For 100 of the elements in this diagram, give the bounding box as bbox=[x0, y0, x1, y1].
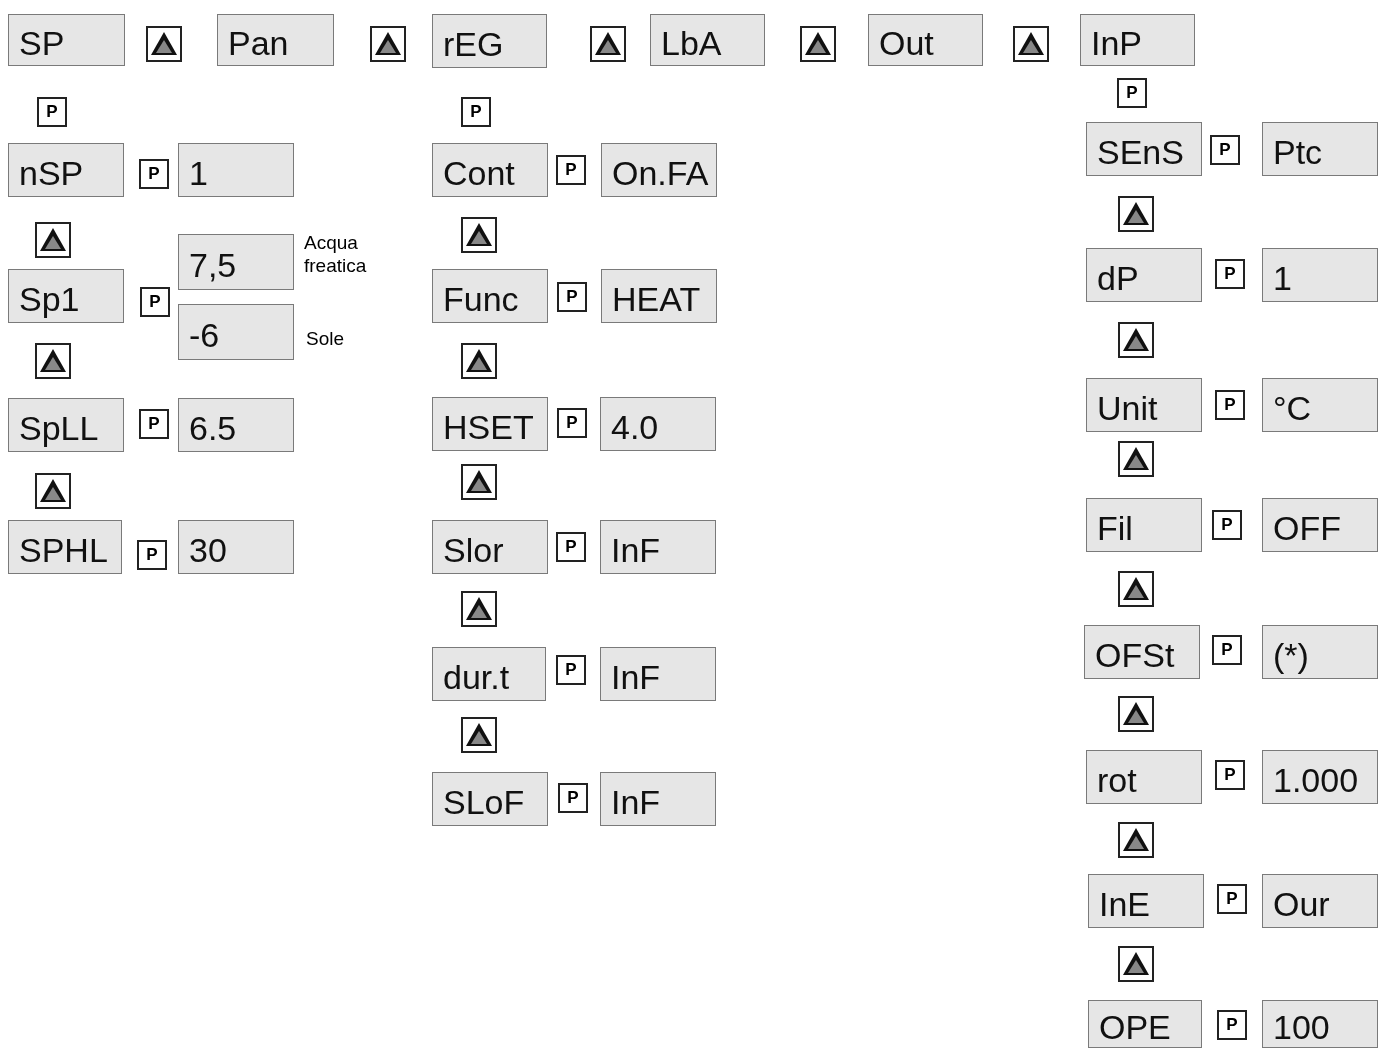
caption-text: Acqua freatica bbox=[304, 232, 368, 278]
display-box bbox=[8, 14, 125, 66]
key-label: P bbox=[1210, 135, 1240, 165]
display-text: SpLL bbox=[19, 411, 99, 445]
display-box bbox=[868, 14, 983, 66]
key-label: P bbox=[137, 540, 167, 570]
display-box bbox=[1262, 625, 1378, 679]
display-text: °C bbox=[1273, 391, 1312, 425]
display-box bbox=[8, 269, 124, 323]
key-label: P bbox=[139, 159, 169, 189]
display-text: InF bbox=[611, 660, 661, 694]
display-text: Sp1 bbox=[19, 282, 80, 316]
display-box bbox=[432, 269, 548, 323]
key-label: P bbox=[556, 655, 586, 685]
key-label: P bbox=[139, 409, 169, 439]
display-text: Unit bbox=[1097, 391, 1158, 425]
display-box bbox=[1086, 378, 1202, 432]
display-box bbox=[1086, 248, 1202, 302]
key-label: P bbox=[557, 282, 587, 312]
display-text: SEnS bbox=[1097, 135, 1184, 169]
display-text: dur.t bbox=[443, 660, 510, 694]
display-box bbox=[1080, 14, 1195, 66]
display-box bbox=[178, 398, 294, 452]
display-box bbox=[1086, 498, 1202, 552]
display-box bbox=[1088, 874, 1204, 928]
display-box bbox=[8, 143, 124, 197]
display-text: 1 bbox=[1273, 261, 1292, 295]
display-text: HSET bbox=[443, 410, 534, 444]
display-text: SP bbox=[19, 26, 65, 60]
display-text: OFF bbox=[1273, 511, 1341, 545]
display-box bbox=[1262, 122, 1378, 176]
key-label: P bbox=[1215, 259, 1245, 289]
display-box bbox=[178, 520, 294, 574]
key-label: P bbox=[140, 287, 170, 317]
key-label: P bbox=[1215, 760, 1245, 790]
key-label: P bbox=[37, 97, 67, 127]
display-text: InF bbox=[611, 533, 661, 567]
display-text: dP bbox=[1097, 261, 1139, 295]
key-label: P bbox=[461, 97, 491, 127]
display-box bbox=[432, 520, 548, 574]
display-text: Ptc bbox=[1273, 135, 1323, 169]
display-text: -6 bbox=[189, 318, 220, 352]
display-text: LbA bbox=[661, 26, 722, 60]
key-label: P bbox=[1215, 390, 1245, 420]
display-box bbox=[1262, 498, 1378, 552]
display-box bbox=[178, 143, 294, 197]
display-box bbox=[1262, 750, 1378, 804]
display-box bbox=[178, 234, 294, 290]
display-box bbox=[432, 14, 547, 68]
display-text: nSP bbox=[19, 156, 84, 190]
display-box bbox=[600, 520, 716, 574]
display-text: 4.0 bbox=[611, 410, 659, 444]
display-text: Fil bbox=[1097, 511, 1133, 545]
key-label: P bbox=[1217, 884, 1247, 914]
key-label: P bbox=[1217, 1010, 1247, 1040]
display-text: SLoF bbox=[443, 785, 525, 819]
display-text: 30 bbox=[189, 533, 227, 567]
caption-text: Sole bbox=[306, 328, 346, 351]
display-box bbox=[601, 143, 717, 197]
display-text: 1 bbox=[189, 156, 208, 190]
display-text: SPHL bbox=[19, 533, 108, 567]
display-text: (*) bbox=[1273, 638, 1309, 672]
display-box bbox=[1262, 1000, 1378, 1048]
display-text: OPE bbox=[1099, 1010, 1171, 1044]
display-box bbox=[1086, 122, 1202, 176]
display-text: Pan bbox=[228, 26, 289, 60]
display-text: HEAT bbox=[612, 282, 701, 316]
display-box bbox=[1084, 625, 1200, 679]
display-text: OFSt bbox=[1095, 638, 1175, 672]
key-label: P bbox=[556, 532, 586, 562]
display-text: 100 bbox=[1273, 1010, 1330, 1044]
key-label: P bbox=[558, 783, 588, 813]
display-box bbox=[8, 398, 124, 452]
display-box bbox=[1262, 378, 1378, 432]
display-text: rEG bbox=[443, 27, 504, 61]
display-text: 6.5 bbox=[189, 411, 237, 445]
display-text: rot bbox=[1097, 763, 1137, 797]
display-box bbox=[600, 647, 716, 701]
display-text: InF bbox=[611, 785, 661, 819]
display-box bbox=[432, 647, 546, 701]
key-label: P bbox=[557, 408, 587, 438]
display-box bbox=[600, 397, 716, 451]
display-text: Cont bbox=[443, 156, 515, 190]
display-box bbox=[217, 14, 334, 66]
key-label: P bbox=[1212, 510, 1242, 540]
display-box bbox=[601, 269, 717, 323]
display-box bbox=[432, 397, 548, 451]
display-text: On.FA bbox=[612, 156, 709, 190]
display-box bbox=[432, 772, 548, 826]
display-text: Our bbox=[1273, 887, 1330, 921]
display-box bbox=[1086, 750, 1202, 804]
display-box bbox=[650, 14, 765, 66]
display-text: InP bbox=[1091, 26, 1143, 60]
display-box bbox=[432, 143, 548, 197]
display-text: Func bbox=[443, 282, 519, 316]
display-box bbox=[1088, 1000, 1202, 1048]
key-label: P bbox=[556, 155, 586, 185]
display-box bbox=[1262, 874, 1378, 928]
display-box bbox=[1262, 248, 1378, 302]
display-text: Out bbox=[879, 26, 934, 60]
